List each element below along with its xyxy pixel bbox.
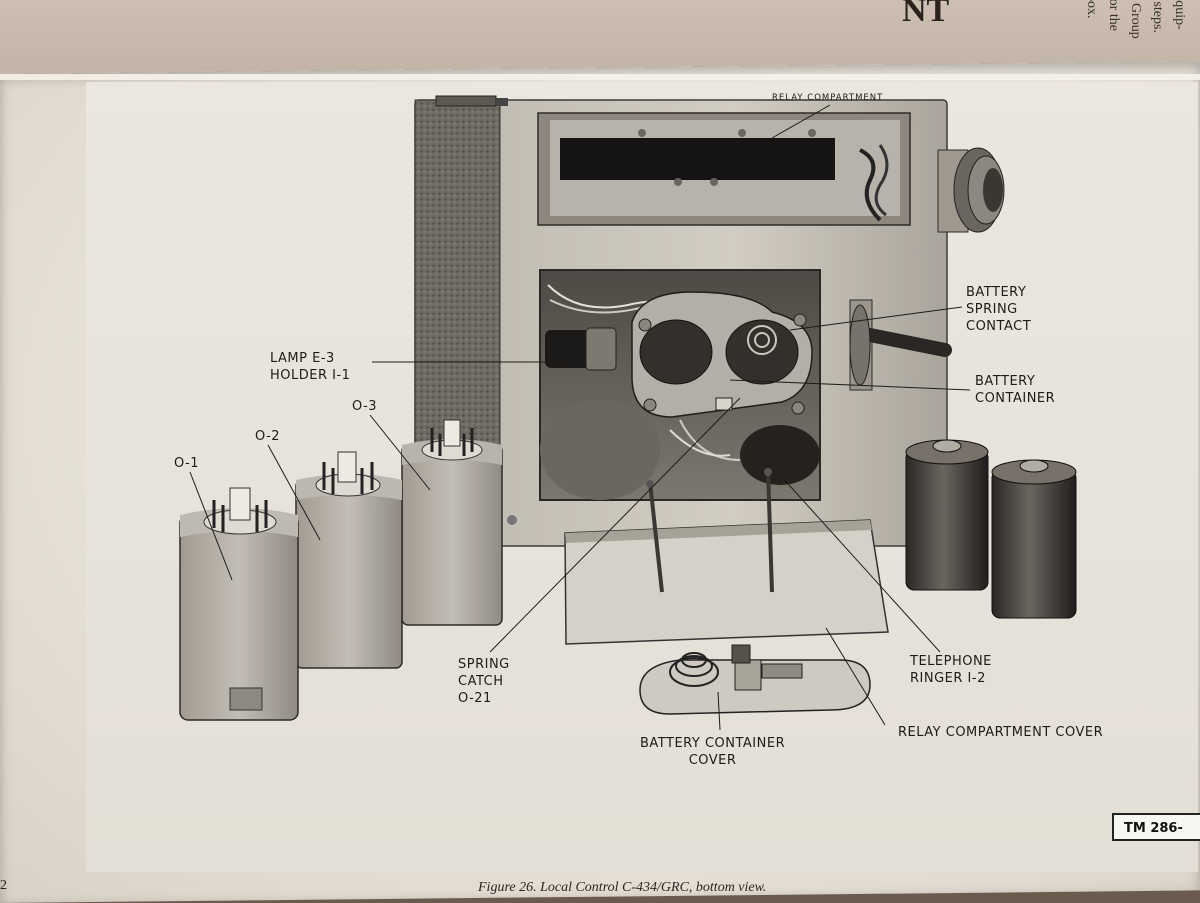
label-o-2: O-2 [255,429,281,444]
relay-o-2 [295,451,403,669]
label-o-1: O-1 [174,456,200,471]
label-relay-compartment: RELAY COMPARTMENT [772,93,884,103]
page-edge [0,74,1200,80]
battery-compartment [507,269,821,525]
battery-left [905,439,989,591]
leader-lines [189,104,971,731]
tm-number-badge: TM 286- [1112,813,1200,841]
label-battery-container-cover: BATTERY CONTAINER COVER [640,736,786,768]
label-spring-catch: SPRING CATCH O-21 [458,657,510,706]
relay-o-1 [179,487,299,721]
back-page-title-fragment: NT [902,0,950,29]
label-battery-container: BATTERY CONTAINER [975,374,1056,406]
figure-caption: Figure 26. Local Control C-434/GRC, bott… [478,880,767,895]
label-relay-compartment-cover: RELAY COMPARTMENT COVER [898,725,1104,740]
cable [849,299,952,391]
side-connector [937,147,1005,233]
relay-o-3 [401,419,503,626]
relay-compartment [537,112,911,226]
battery-container-cover [639,644,871,715]
label-battery-spring-contact: BATTERY SPRING CONTACT [966,285,1032,334]
label-lamp-holder: LAMP E-3 HOLDER I-1 [270,351,351,383]
label-o-3: O-3 [352,399,378,414]
battery-right [991,459,1077,619]
label-telephone-ringer: TELEPHONE RINGER I-2 [910,654,992,686]
page-number: 2 [0,878,7,893]
relay-compartment-cover [564,468,889,645]
